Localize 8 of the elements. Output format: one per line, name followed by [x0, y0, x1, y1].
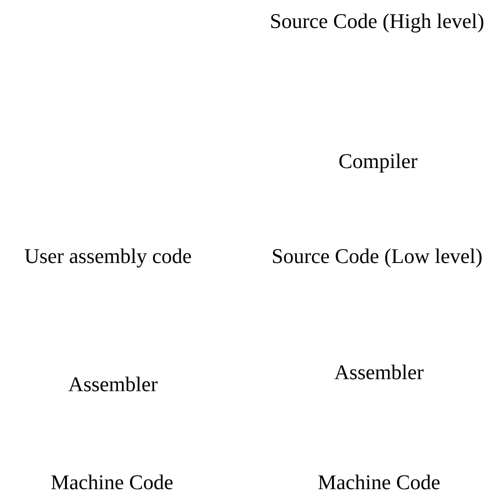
label-text: Machine Code	[318, 474, 440, 490]
label-text: Compiler	[339, 154, 418, 172]
label-text: Source Code (Low level)	[272, 248, 482, 268]
label-text: User assembly code	[24, 248, 191, 268]
label-text: Assembler	[68, 376, 158, 392]
label-text: Assembler	[334, 364, 424, 380]
label-text: Machine Code	[51, 474, 173, 490]
label-text: Source Code (High level)	[271, 13, 484, 32]
